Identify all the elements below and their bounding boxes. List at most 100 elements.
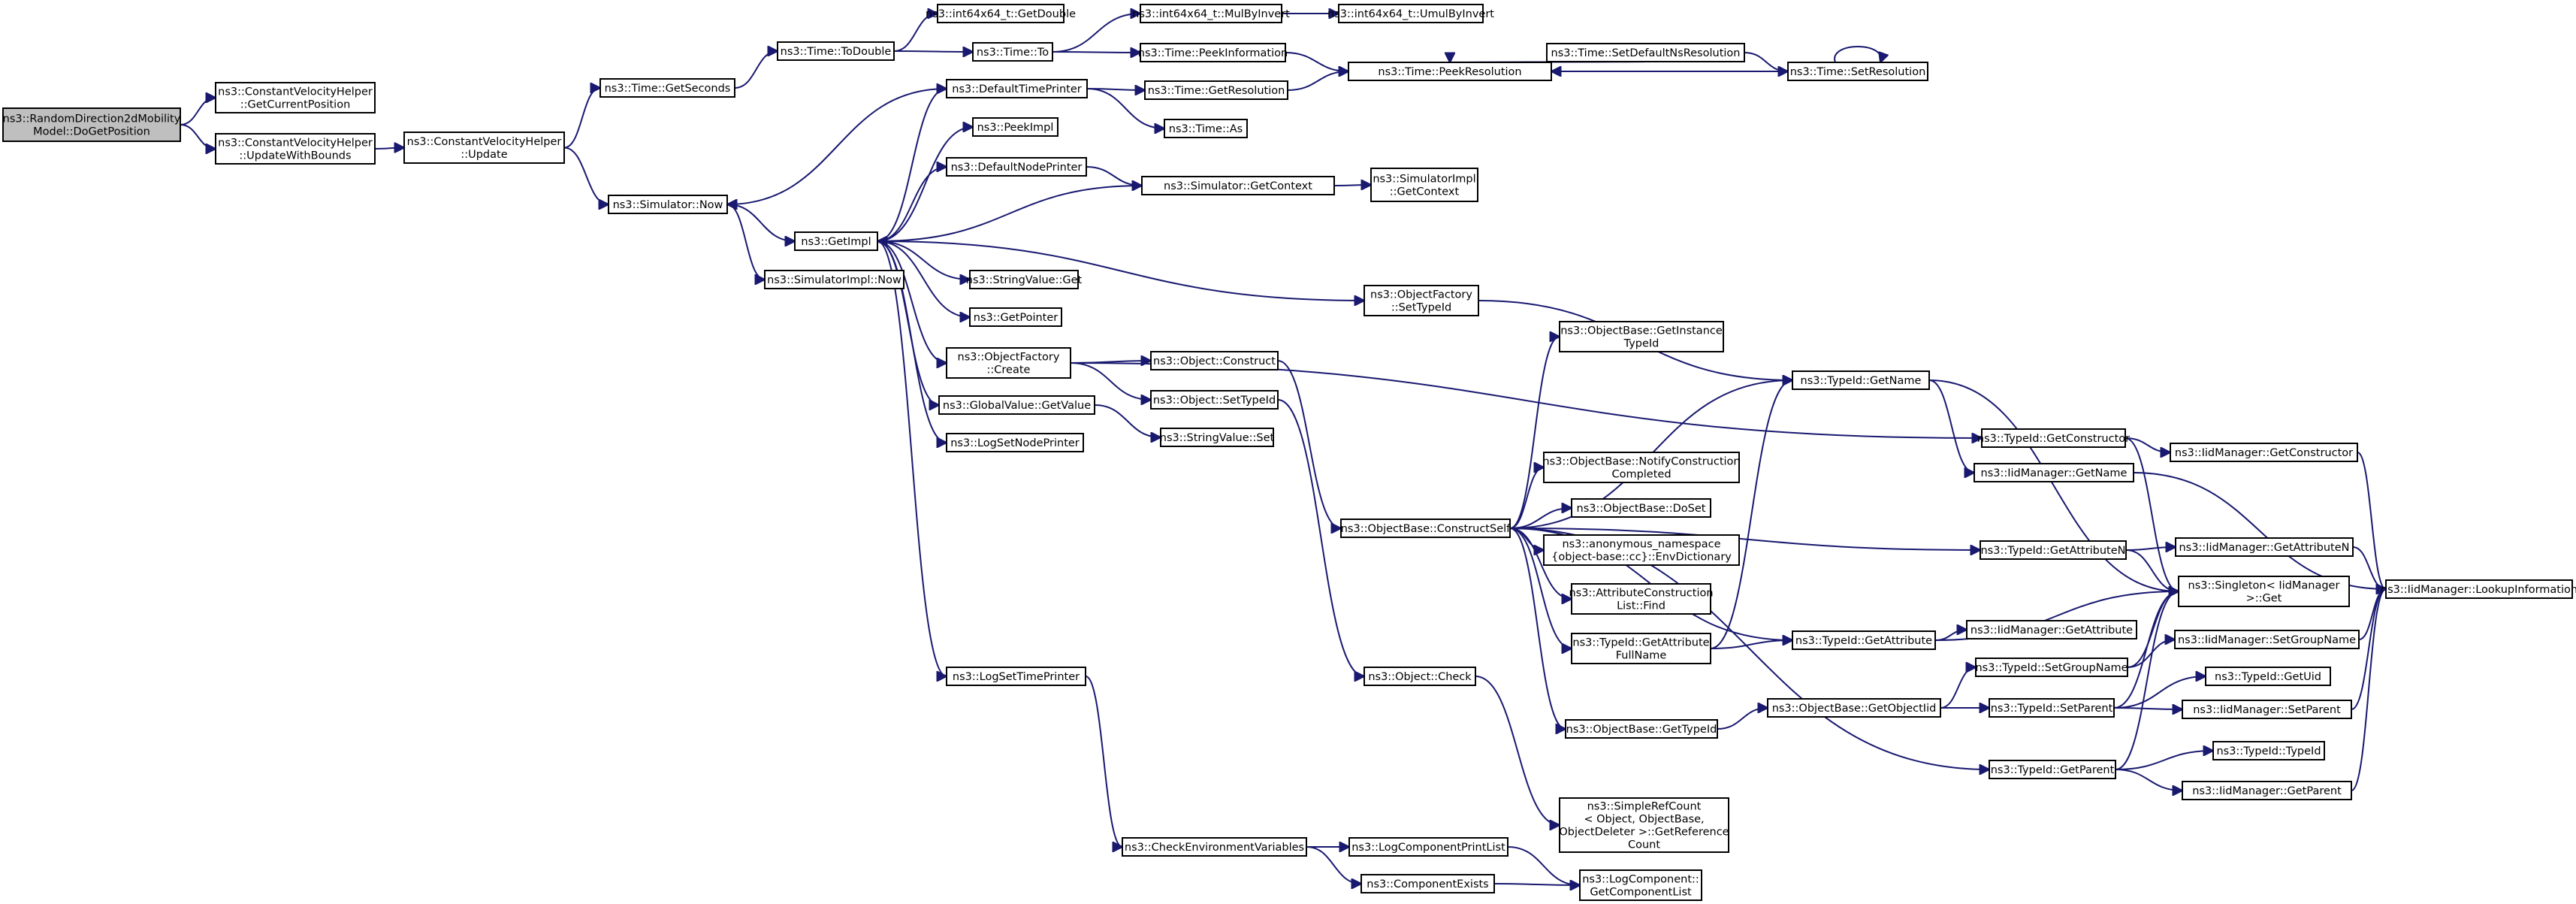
node-box[interactable] [1543,534,1740,566]
node-box[interactable] [1974,463,2134,482]
node-ns3-iidmanager-setgroupname[interactable]: ns3::IidManager::SetGroupName [2174,630,2360,649]
node-box[interactable] [946,667,1086,686]
node-box[interactable] [938,395,1095,415]
node-ns3-time-setresolution[interactable]: ns3::Time::SetResolution [1787,62,1928,81]
node-ns3-object-settypeid[interactable]: ns3::Object::SetTypeId [1150,390,1279,410]
node-ns3-randomdirection2dmobilitymodel-dogetposition[interactable]: ns3::RandomDirection2dMobilityModel::DoG… [2,107,181,142]
node-ns3-typeid-getconstructor[interactable]: ns3::TypeId::GetConstructor [1977,428,2130,448]
node-ns3-logsettimeprinter[interactable]: ns3::LogSetTimePrinter [946,667,1086,686]
node-ns3-time-setdefaultnsresolution[interactable]: ns3::Time::SetDefaultNsResolution [1546,43,1745,62]
node-box[interactable] [215,82,376,113]
node-ns3-typeid-getname[interactable]: ns3::TypeId::GetName [1792,370,1930,390]
node-box[interactable] [937,4,1065,23]
node-ns3-simulatorimpl-now[interactable]: ns3::SimulatorImpl::Now [764,270,904,289]
node-ns3-iidmanager-setparent[interactable]: ns3::IidManager::SetParent [2182,700,2352,719]
node-ns3-logcomponent-getcomponentlist[interactable]: ns3::LogComponent::GetComponentList [1579,869,1702,901]
node-box[interactable] [2385,579,2573,599]
node-ns3-iidmanager-getname[interactable]: ns3::IidManager::GetName [1974,463,2134,482]
node-box[interactable] [1989,698,2115,718]
node-box[interactable] [2174,630,2360,649]
node-ns3-peekimpl[interactable]: ns3::PeekImpl [972,117,1058,137]
node-ns3-time-getseconds[interactable]: ns3::Time::GetSeconds [599,78,735,98]
node-box[interactable] [2205,667,2331,686]
node-ns3-int64x64-t-getdouble[interactable]: ns3::int64x64_t::GetDouble [926,4,1076,23]
node-box[interactable] [1571,583,1711,615]
node-box[interactable] [1348,837,1508,857]
node-ns3-typeid-setparent[interactable]: ns3::TypeId::SetParent [1989,698,2115,718]
node-box[interactable] [1559,321,1724,352]
node-ns3-time-peekinformation[interactable]: ns3::Time::PeekInformation [1138,43,1288,62]
node-ns3-typeid-getattribute[interactable]: ns3::TypeId::GetAttribute [1792,630,1936,650]
node-ns3-iidmanager-getattribute[interactable]: ns3::IidManager::GetAttribute [1966,620,2137,639]
node-box[interactable] [1360,874,1495,893]
node-ns3-componentexists[interactable]: ns3::ComponentExists [1360,874,1495,893]
node-box[interactable] [794,231,878,251]
node-ns3-iidmanager-getattributen[interactable]: ns3::IidManager::GetAttributeN [2175,537,2354,557]
node-box[interactable] [2175,537,2354,557]
node-box[interactable] [1363,285,1479,316]
node-box[interactable] [1150,390,1279,410]
node-ns3-typeid-getparent[interactable]: ns3::TypeId::GetParent [1989,760,2116,779]
node-ns3-int64x64-t-mulbyinvert[interactable]: ns3::int64x64_t::MulByInvert [1132,4,1290,23]
node-box[interactable] [1980,540,2127,560]
node-box[interactable] [764,270,904,289]
node-box[interactable] [403,132,565,164]
node-box[interactable] [1767,698,1941,718]
node-ns3-objectfactory-settypeid[interactable]: ns3::ObjectFactory::SetTypeId [1363,285,1479,316]
node-box[interactable] [969,307,1062,327]
node-ns3-singleton-iidmanager-get[interactable]: ns3::Singleton< IidManager>::Get [2178,576,2350,607]
node-box[interactable] [946,347,1071,379]
node-box[interactable] [608,195,728,214]
node-ns3-typeid-typeid[interactable]: ns3::TypeId::TypeId [2212,741,2325,760]
node-ns3-objectfactory-create[interactable]: ns3::ObjectFactory::Create [946,347,1071,379]
node-ns3-objectbase-getobjectiid[interactable]: ns3::ObjectBase::GetObjectIid [1767,698,1941,718]
node-ns3-constantvelocityhelper-getcurrentposition[interactable]: ns3::ConstantVelocityHelper::GetCurrentP… [215,82,376,113]
node-box[interactable] [1792,370,1930,390]
node-ns3-iidmanager-getparent[interactable]: ns3::IidManager::GetParent [2182,781,2352,800]
node-ns3-constantvelocityhelper-update[interactable]: ns3::ConstantVelocityHelper::Update [403,132,565,164]
node-box[interactable] [1981,428,2126,448]
node-ns3-objectbase-constructself[interactable]: ns3::ObjectBase::ConstructSelf [1340,519,1511,538]
node-ns3-iidmanager-lookupinformation[interactable]: ns3::IidManager::LookupInformation [2381,579,2576,599]
node-box[interactable] [1140,43,1286,62]
node-box[interactable] [1565,719,1718,739]
node-box[interactable] [1363,667,1476,686]
node-ns3-checkenvironmentvariables[interactable]: ns3::CheckEnvironmentVariables [1122,837,1307,857]
node-ns3-typeid-getattributen[interactable]: ns3::TypeId::GetAttributeN [1980,540,2127,560]
node-box[interactable] [1787,62,1928,81]
node-ns3-anonymous-namespace-object-base-cc-envdictionary[interactable]: ns3::anonymous_namespace{object-base::cc… [1543,534,1740,566]
node-ns3-logsetnodeprinter[interactable]: ns3::LogSetNodePrinter [946,433,1084,452]
node-box[interactable] [1140,4,1282,23]
node-box[interactable] [1348,62,1552,81]
node-box[interactable] [946,157,1087,177]
node-box[interactable] [777,41,895,61]
node-ns3-time-todouble[interactable]: ns3::Time::ToDouble [777,41,895,61]
node-ns3-stringvalue-get[interactable]: ns3::StringValue::Get [966,270,1083,289]
node-ns3-getpointer[interactable]: ns3::GetPointer [969,307,1062,327]
node-box[interactable] [1122,837,1307,857]
node-ns3-time-peekresolution[interactable]: ns3::Time::PeekResolution [1348,62,1552,81]
node-ns3-defaultnodeprinter[interactable]: ns3::DefaultNodePrinter [946,157,1087,177]
node-box[interactable] [946,433,1084,452]
node-ns3-object-check[interactable]: ns3::Object::Check [1363,667,1476,686]
node-box[interactable] [969,270,1079,289]
node-box[interactable] [2212,741,2325,760]
node-box[interactable] [599,78,735,98]
node-box[interactable] [1559,797,1729,853]
node-box[interactable] [1141,176,1335,195]
node-ns3-objectbase-notifyconstructioncompleted[interactable]: ns3::ObjectBase::NotifyConstructionCompl… [1542,452,1741,483]
node-box[interactable] [1975,658,2128,677]
node-ns3-simulator-getcontext[interactable]: ns3::Simulator::GetContext [1141,176,1335,195]
node-ns3-constantvelocityhelper-updatewithbounds[interactable]: ns3::ConstantVelocityHelper::UpdateWithB… [215,133,376,165]
node-box[interactable] [1546,43,1745,62]
node-ns3-typeid-setgroupname[interactable]: ns3::TypeId::SetGroupName [1975,658,2128,677]
node-ns3-time-as[interactable]: ns3::Time::As [1164,119,1248,138]
node-box[interactable] [1579,869,1702,901]
node-ns3-objectbase-doset[interactable]: ns3::ObjectBase::DoSet [1571,498,1711,518]
node-box[interactable] [1543,452,1740,483]
node-box[interactable] [1370,168,1478,202]
node-box[interactable] [972,42,1053,62]
node-ns3-stringvalue-set[interactable]: ns3::StringValue::Set [1160,428,1275,447]
